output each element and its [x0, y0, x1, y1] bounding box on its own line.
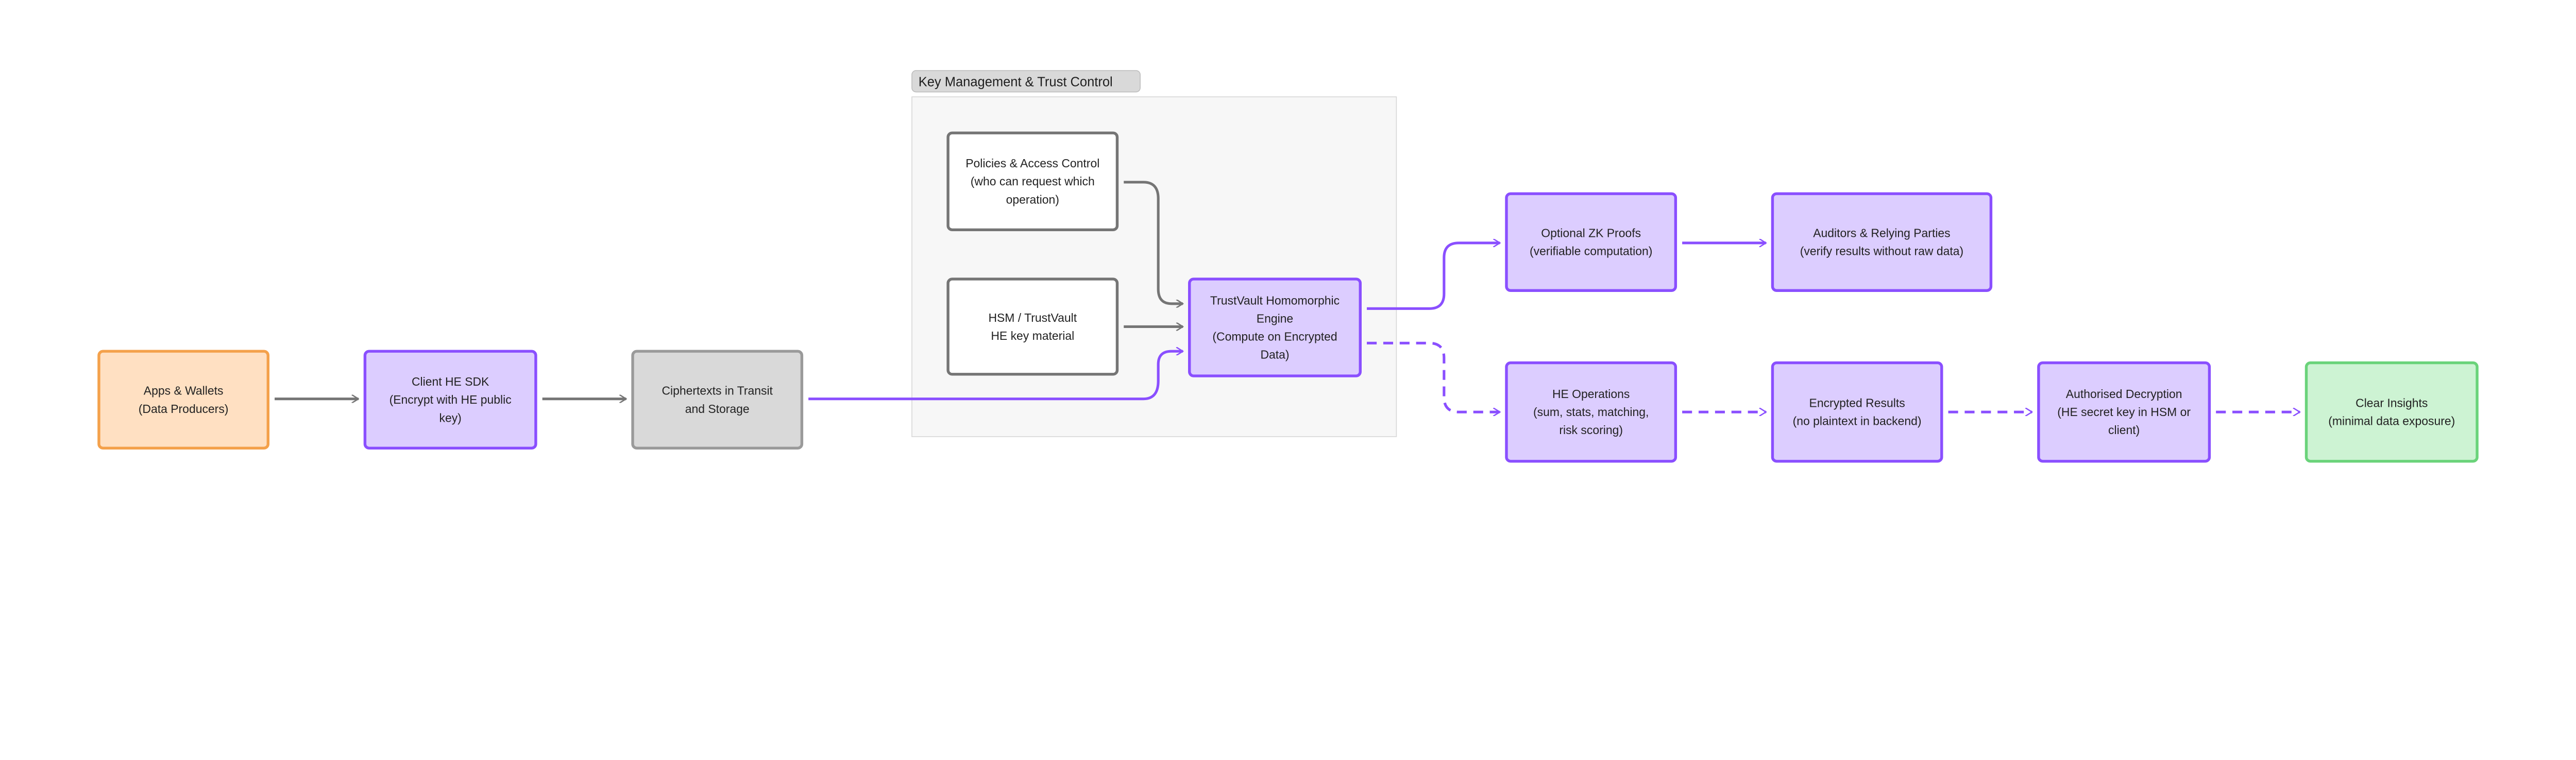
- edge-policies-engine: [1124, 181, 1183, 304]
- node-box: [1188, 278, 1362, 377]
- node-label-line: (minimal data exposure): [2328, 414, 2455, 428]
- node-auditors[interactable]: Auditors & Relying Parties (verify result…: [1771, 192, 1993, 292]
- node-label-line: key): [439, 411, 461, 424]
- node-box: [946, 131, 1119, 232]
- edges: [275, 181, 2300, 412]
- node-sdk[interactable]: Client HE SDK (Encrypt with HE public key): [363, 350, 537, 450]
- architecture-diagram: Key Management & Trust Control Apps & Wa…: [97, 70, 2479, 463]
- node-box: [363, 350, 537, 450]
- node-label-line: Apps & Wallets: [144, 384, 224, 398]
- node-label-line: (verifiable computation): [1530, 245, 1652, 258]
- node-box: [1771, 361, 1943, 463]
- node-box: [1505, 361, 1677, 463]
- node-box: [2037, 361, 2211, 463]
- node-zk[interactable]: Optional ZK Proofs (verifiable computatio…: [1505, 192, 1677, 292]
- node-label-line: Auditors & Relying Parties: [1813, 227, 1950, 240]
- node-label-line: (HE secret key in HSM or: [2057, 405, 2191, 419]
- node-label-line: Data): [1260, 348, 1289, 361]
- node-heops[interactable]: HE Operations (sum, stats, matching, risk …: [1505, 361, 1677, 463]
- node-hsm[interactable]: HSM / TrustVault HE key material: [946, 278, 1119, 376]
- node-label-line: (verify results without raw data): [1800, 245, 1963, 258]
- edge-cipher-engine: [808, 351, 1183, 401]
- node-apps[interactable]: Apps & Wallets (Data Producers): [97, 350, 270, 450]
- node-results[interactable]: Encrypted Results (no plaintext in backen…: [1771, 361, 1943, 463]
- node-label-line: HE Operations: [1552, 387, 1630, 401]
- edge-engine-heops: [1367, 341, 1500, 412]
- node-label-line: HSM / TrustVault: [988, 311, 1077, 324]
- node-label-line: TrustVault Homomorphic: [1210, 293, 1340, 307]
- node-box: [97, 350, 270, 450]
- node-label-line: (who can request which: [971, 175, 1095, 188]
- node-label-line: HE key material: [991, 329, 1074, 342]
- node-label-line: Optional ZK Proofs: [1541, 227, 1641, 240]
- node-label-line: (sum, stats, matching,: [1533, 405, 1649, 419]
- node-box: [1505, 192, 1677, 292]
- node-label-line: (no plaintext in backend): [1793, 414, 1922, 428]
- edge-engine-zk: [1367, 243, 1500, 310]
- group-label: Key Management & Trust Control: [919, 75, 1113, 89]
- group-label-background: [911, 70, 1141, 93]
- node-label-line: operation): [1006, 193, 1059, 206]
- node-decrypt[interactable]: Authorised Decryption (HE secret key in H…: [2037, 361, 2211, 463]
- node-box: [946, 278, 1119, 376]
- node-policies[interactable]: Policies & Access Control (who can reques…: [946, 131, 1119, 232]
- node-insights[interactable]: Clear Insights (minimal data exposure): [2304, 361, 2479, 463]
- node-label-line: (Data Producers): [139, 402, 229, 416]
- node-cipher[interactable]: Ciphertexts in Transit and Storage: [631, 350, 804, 450]
- node-label-line: and Storage: [685, 402, 750, 416]
- nodes: Apps & Wallets (Data Producers) Client HE …: [97, 131, 2479, 463]
- node-label-line: Policies & Access Control: [965, 157, 1099, 170]
- node-label-line: (Compute on Encrypted: [1212, 330, 1337, 343]
- node-label-line: (Encrypt with HE public: [389, 393, 512, 406]
- node-label-line: Authorised Decryption: [2066, 387, 2182, 401]
- node-label-line: Clear Insights: [2355, 396, 2428, 410]
- node-label-line: Ciphertexts in Transit: [662, 384, 773, 398]
- node-label-line: Engine: [1257, 312, 1293, 325]
- node-label-line: risk scoring): [1559, 423, 1623, 437]
- node-box: [631, 350, 804, 450]
- node-label-line: client): [2108, 423, 2140, 437]
- node-box: [1771, 192, 1993, 292]
- node-label-line: Client HE SDK: [412, 375, 489, 388]
- node-label-line: Encrypted Results: [1809, 396, 1905, 410]
- node-box: [2304, 361, 2479, 463]
